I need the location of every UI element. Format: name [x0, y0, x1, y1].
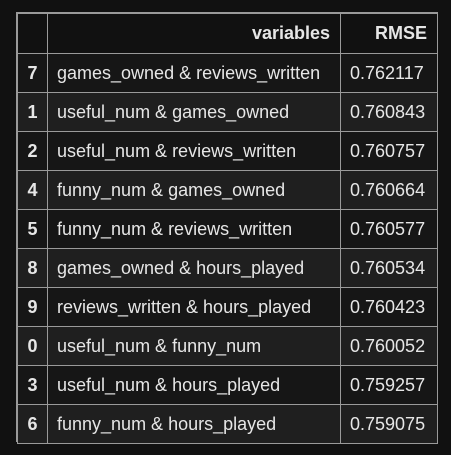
rmse-column-header: RMSE [340, 13, 438, 54]
variables-cell: reviews_written & hours_played [47, 287, 341, 327]
row-index: 0 [17, 326, 48, 366]
variables-cell: useful_num & hours_played [47, 365, 341, 405]
rmse-cell: 0.760757 [340, 131, 438, 171]
variables-cell: funny_num & hours_played [47, 404, 341, 444]
table-row: 7 games_owned & reviews_written 0.762117 [17, 53, 438, 93]
row-index: 2 [17, 131, 48, 171]
table-row: 0 useful_num & funny_num 0.760052 [17, 326, 438, 366]
rmse-cell: 0.760664 [340, 170, 438, 210]
rmse-cell: 0.759257 [340, 365, 438, 405]
variables-cell: games_owned & hours_played [47, 248, 341, 288]
variables-cell: useful_num & funny_num [47, 326, 341, 366]
table-row: 4 funny_num & games_owned 0.760664 [17, 170, 438, 210]
rmse-cell: 0.762117 [340, 53, 438, 93]
variables-cell: funny_num & games_owned [47, 170, 341, 210]
rmse-cell: 0.760423 [340, 287, 438, 327]
dataframe-output: variables RMSE 7 games_owned & reviews_w… [16, 12, 438, 444]
table-row: 6 funny_num & hours_played 0.759075 [17, 404, 438, 444]
table-row: 5 funny_num & reviews_written 0.760577 [17, 209, 438, 249]
table-header-row: variables RMSE [17, 13, 438, 54]
variables-cell: useful_num & reviews_written [47, 131, 341, 171]
rmse-cell: 0.760577 [340, 209, 438, 249]
results-table: variables RMSE 7 games_owned & reviews_w… [17, 13, 438, 444]
variables-cell: funny_num & reviews_written [47, 209, 341, 249]
variables-column-header: variables [47, 13, 341, 54]
table-row: 3 useful_num & hours_played 0.759257 [17, 365, 438, 405]
row-index: 4 [17, 170, 48, 210]
variables-cell: useful_num & games_owned [47, 92, 341, 132]
variables-cell: games_owned & reviews_written [47, 53, 341, 93]
row-index: 6 [17, 404, 48, 444]
row-index: 1 [17, 92, 48, 132]
table-row: 9 reviews_written & hours_played 0.76042… [17, 287, 438, 327]
row-index: 8 [17, 248, 48, 288]
rmse-cell: 0.760052 [340, 326, 438, 366]
row-index: 7 [17, 53, 48, 93]
rmse-cell: 0.759075 [340, 404, 438, 444]
rmse-cell: 0.760534 [340, 248, 438, 288]
index-column-header [17, 13, 48, 54]
row-index: 5 [17, 209, 48, 249]
rmse-cell: 0.760843 [340, 92, 438, 132]
table-row: 2 useful_num & reviews_written 0.760757 [17, 131, 438, 171]
row-index: 3 [17, 365, 48, 405]
row-index: 9 [17, 287, 48, 327]
table-row: 8 games_owned & hours_played 0.760534 [17, 248, 438, 288]
table-row: 1 useful_num & games_owned 0.760843 [17, 92, 438, 132]
